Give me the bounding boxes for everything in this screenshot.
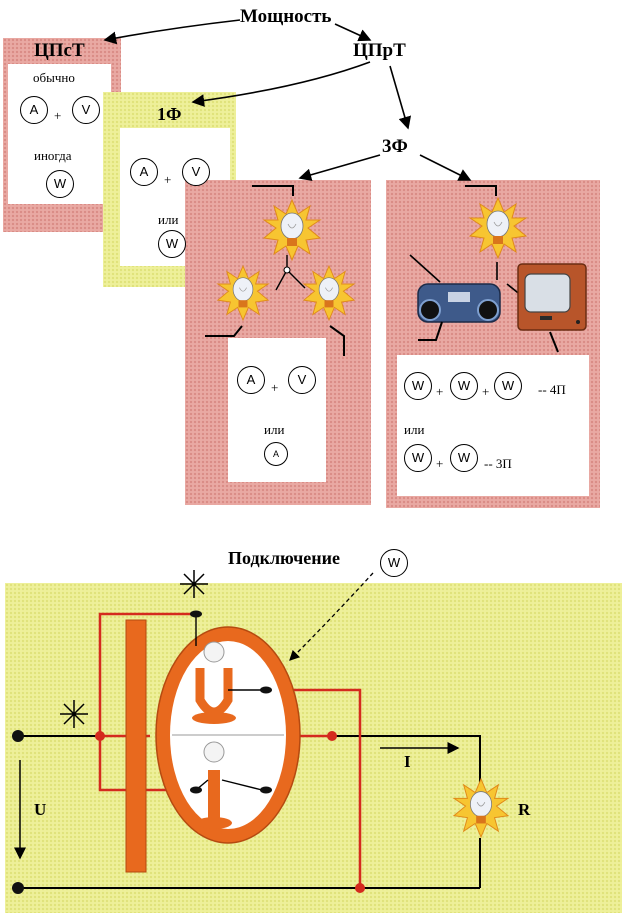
dc-sometimes-label: иногда (34, 148, 72, 163)
power-arrows (103, 19, 472, 182)
or-label: или (404, 422, 425, 437)
current-label: I (404, 752, 411, 771)
connection-circuit (12, 570, 509, 894)
wattmeter-icon: W (158, 230, 186, 258)
tv-icon (517, 263, 587, 331)
ammeter-icon: A (130, 158, 158, 186)
ammeter-icon: A (20, 96, 48, 124)
plus-sign: + (436, 384, 444, 399)
four-wire-label: -- 4П (538, 382, 566, 397)
connection-panel (5, 583, 622, 913)
lamp-icon (263, 199, 321, 261)
lamp-icon (217, 265, 269, 321)
voltage-label: U (34, 800, 47, 819)
lamp-icon (469, 197, 527, 259)
single-phase-label: 1Ф (157, 104, 182, 124)
connection-title: Подключение (228, 548, 340, 568)
ac-label: ЦПрТ (353, 40, 406, 61)
plus-sign: + (271, 380, 279, 395)
wattmeter-icon: W (404, 372, 432, 400)
wattmeter-icon: W (46, 170, 74, 198)
power-title: Мощность (240, 6, 332, 27)
or-label: или (158, 212, 179, 227)
voltmeter-icon: V (72, 96, 100, 124)
sym-lamps (205, 185, 355, 356)
voltmeter-icon: V (182, 158, 210, 186)
asterisk-icon (60, 570, 208, 728)
lamp-icon (453, 778, 509, 838)
lamp-icon (303, 265, 355, 321)
dc-usually-label: обычно (33, 70, 75, 85)
small-meter-icon: A (264, 442, 288, 466)
wattmeter-icon: W (450, 372, 478, 400)
three-phase-label: 3Ф (382, 136, 408, 157)
plus-sign: + (54, 108, 62, 123)
wattmeter-icon: W (380, 549, 408, 577)
resistance-label: R (518, 800, 531, 819)
plus-sign: + (164, 172, 172, 187)
wattmeter-icon: W (450, 444, 478, 472)
wattmeter-icon: W (404, 444, 432, 472)
voltmeter-icon: V (288, 366, 316, 394)
asym-loads (409, 185, 587, 353)
three-wire-label: -- 3П (484, 456, 512, 471)
dc-label: ЦПсТ (34, 40, 85, 61)
radio-icon (417, 283, 501, 323)
plus-sign: + (436, 456, 444, 471)
plus-sign: + (482, 384, 490, 399)
ammeter-icon: A (237, 366, 265, 394)
wattmeter-icon: W (494, 372, 522, 400)
or-label: или (264, 422, 285, 437)
